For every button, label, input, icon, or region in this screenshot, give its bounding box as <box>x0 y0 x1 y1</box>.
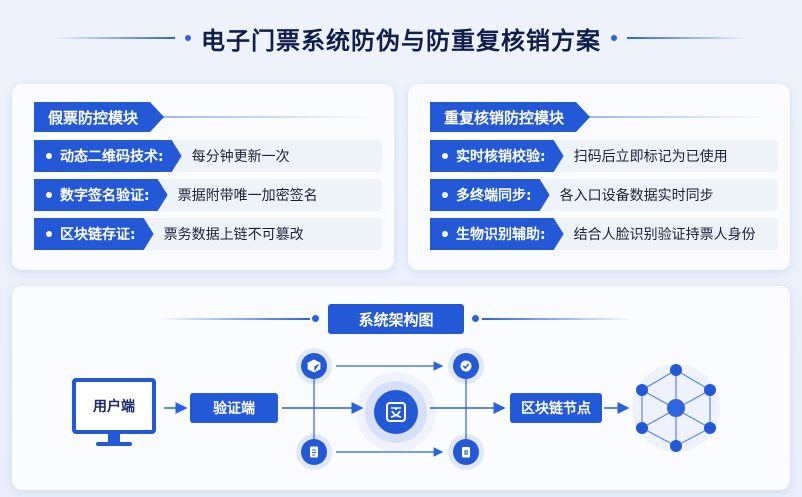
document-icon <box>301 439 327 465</box>
feature-row-digital-signature: 数字签名验证: 票据附带唯一加密签名 <box>34 179 382 211</box>
feature-row-multi-terminal: 多终端同步: 各入口设备数据实时同步 <box>430 179 778 211</box>
bullet-icon <box>442 231 448 237</box>
title-dot-right <box>611 35 617 41</box>
blockchain-node: 区块链节点 <box>510 393 602 423</box>
feature-text: 票据附带唯一加密签名 <box>177 188 318 204</box>
architecture-header: 系统架构图 <box>328 304 464 334</box>
feature-label: 动态二维码技术: <box>34 140 182 172</box>
feature-label-text: 多终端同步: <box>456 188 532 204</box>
bullet-icon <box>46 153 52 159</box>
fake-ticket-panel-header: 假票防控模块 <box>34 102 164 132</box>
bullet-icon <box>442 153 448 159</box>
arch-header-line-left <box>160 318 310 320</box>
arch-header-dot-right <box>472 315 479 322</box>
check-shield-icon <box>453 353 479 379</box>
feature-label: 实时核销校验: <box>430 140 564 172</box>
feature-row-dynamic-qr: 动态二维码技术: 每分钟更新一次 <box>34 140 382 172</box>
bullet-icon <box>46 192 52 198</box>
title-dot-left <box>185 35 191 41</box>
feature-label: 多终端同步: <box>430 179 550 211</box>
feature-text: 每分钟更新一次 <box>191 149 290 165</box>
fake-ticket-panel: 假票防控模块 动态二维码技术: 每分钟更新一次 数字签名验证: 票据附带唯一加密… <box>12 84 394 270</box>
blockchain-network-graphic <box>632 364 720 452</box>
title-row: 电子门票系统防伪与防重复核销方案 <box>0 18 802 58</box>
bullet-icon <box>442 192 448 198</box>
monitor-stand <box>108 434 120 442</box>
duplicate-redeem-panel: 重复核销防控模块 实时核销校验: 扫码后立即标记为已使用 多终端同步: 各入口设… <box>408 84 790 270</box>
cube-icon <box>301 353 327 379</box>
clipboard-icon <box>453 439 479 465</box>
feature-label: 数字签名验证: <box>34 179 168 211</box>
panel-header-line <box>588 116 768 118</box>
feature-row-realtime-check: 实时核销校验: 扫码后立即标记为已使用 <box>430 140 778 172</box>
arch-header-line-right <box>482 318 632 320</box>
bullet-icon <box>46 231 52 237</box>
feature-label: 区块链存证: <box>34 218 154 250</box>
page-title: 电子门票系统防伪与防重复核销方案 <box>201 26 601 55</box>
feature-label-text: 实时核销校验: <box>456 149 546 165</box>
feature-label-text: 生物识别辅助: <box>456 227 546 243</box>
title-line-right <box>627 37 747 39</box>
feature-label-text: 区块链存证: <box>60 227 136 243</box>
feature-text: 结合人脸识别验证持票人身份 <box>573 227 756 243</box>
user-terminal-monitor: 用户端 <box>72 378 156 434</box>
title-line-left <box>55 37 175 39</box>
feature-label-text: 数字签名验证: <box>60 188 150 204</box>
feature-row-biometric: 生物识别辅助: 结合人脸识别验证持票人身份 <box>430 218 778 250</box>
user-terminal-label: 用户端 <box>93 399 135 415</box>
feature-label: 生物识别辅助: <box>430 218 564 250</box>
duplicate-redeem-panel-header: 重复核销防控模块 <box>430 102 590 132</box>
verify-terminal-node: 验证端 <box>190 393 278 423</box>
monitor-base <box>96 442 132 446</box>
feature-text: 各入口设备数据实时同步 <box>559 188 714 204</box>
center-hub-icon <box>374 390 418 434</box>
arch-header-dot-left <box>312 315 319 322</box>
panel-header-line <box>162 116 372 118</box>
feature-text: 扫码后立即标记为已使用 <box>573 149 728 165</box>
feature-label-text: 动态二维码技术: <box>60 149 164 165</box>
feature-row-blockchain: 区块链存证: 票务数据上链不可篡改 <box>34 218 382 250</box>
feature-text: 票务数据上链不可篡改 <box>163 227 304 243</box>
